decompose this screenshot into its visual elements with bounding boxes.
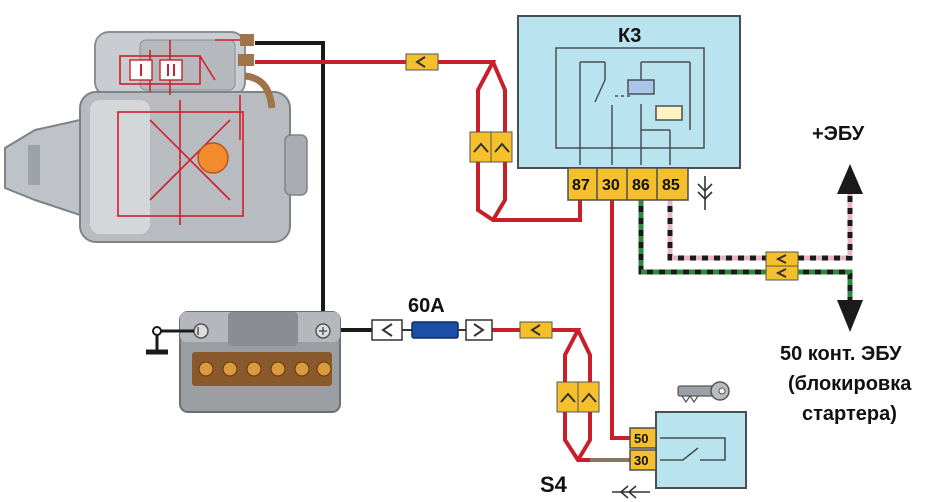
switch-pin-30: 30: [634, 453, 648, 468]
up-arrow-icon: [837, 164, 863, 194]
relay-pin-86: 86: [632, 177, 650, 194]
relay-k3: [517, 15, 741, 201]
key-icon: [677, 381, 730, 404]
ground-icon: [146, 326, 194, 355]
starter-motor: [4, 31, 308, 243]
connector-left-vertical: [469, 131, 513, 163]
connector-s4-vertical: [556, 381, 600, 413]
connector-top: [405, 53, 439, 71]
wire-relay30-switch50: [610, 200, 632, 440]
battery: [179, 311, 341, 413]
wire-relay85-ecu-plus: [667, 192, 853, 261]
connector-ecu: [765, 251, 799, 281]
ecu-pin50-line2: (блокировка: [788, 373, 912, 395]
relay-title: К3: [618, 25, 641, 47]
relay-pin-87: 87: [572, 177, 590, 194]
relay-pin-85: 85: [662, 177, 680, 194]
fuse-assembly: [371, 319, 493, 341]
down-arrow-icon: [837, 300, 863, 332]
relay-pin-30: 30: [602, 177, 620, 194]
ecu-pin50-line1: 50 конт. ЭБУ: [780, 343, 902, 365]
switch-ground-icon: [612, 485, 650, 499]
ignition-switch: [629, 411, 747, 489]
fuse-60a: [411, 321, 459, 339]
ground-symbol-icon: [697, 176, 713, 210]
wire-battery-starter: [255, 41, 325, 330]
s4-label: S4: [540, 472, 568, 497]
ecu-pin50-line3: стартера): [802, 403, 897, 425]
fuse-rating-label: 60А: [408, 295, 445, 317]
connector-fuse-right: [519, 321, 553, 339]
ecu-plus-label: +ЭБУ: [812, 123, 865, 145]
switch-pin-50: 50: [634, 431, 648, 446]
